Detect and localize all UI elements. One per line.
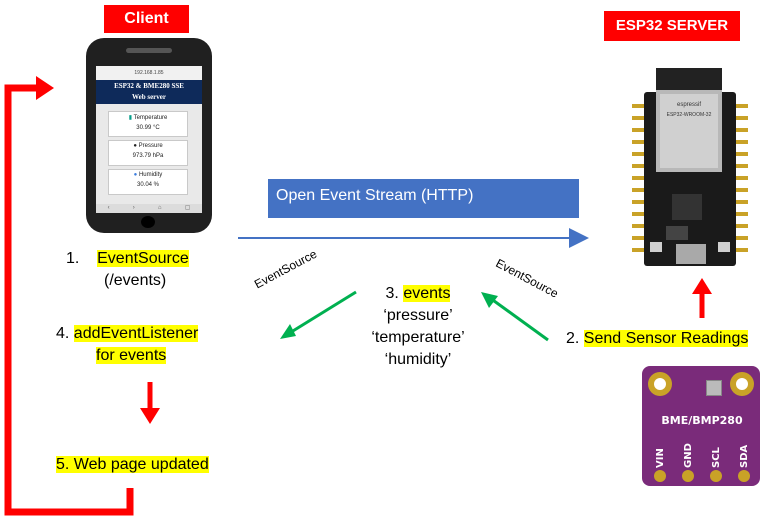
mount-hole-left (648, 372, 672, 396)
open-event-stream-bar: Open Event Stream (HTTP) (268, 179, 579, 218)
step-1-sub: (/events) (104, 272, 167, 289)
red-up-arrowhead (692, 278, 712, 294)
board-brand: espressif (676, 102, 701, 108)
gauge-icon: ● (133, 143, 137, 149)
phone-nav-bar: ‹ › ⌂ ▢ (96, 204, 202, 213)
card-temperature-value: 30.99 °C (136, 125, 160, 131)
red-loop-arrow (4, 84, 134, 516)
forward-icon: › (132, 205, 135, 211)
step-5-number: 5. (56, 456, 70, 473)
pin-sda: SDA (738, 444, 750, 468)
phone-home-button (141, 216, 155, 228)
step-3-highlight: events (403, 285, 451, 302)
step-3-pressure: ‘pressure’ (383, 307, 453, 324)
step-3: 3. events ‘pressure’ ‘temperature’ ‘humi… (355, 283, 481, 371)
sensor-pin-pads (646, 470, 758, 482)
pin-scl: SCL (710, 447, 722, 468)
green-arrowhead-right (481, 292, 498, 308)
sensor-pin-labels: VIN GND SCL SDA (646, 432, 758, 468)
card-humidity-label: Humidity (138, 172, 163, 178)
client-label: Client (104, 5, 189, 33)
step-1-highlight: EventSource (97, 250, 189, 267)
step-4-number: 4. (56, 325, 70, 342)
sensor-chip (706, 380, 722, 396)
red-loop-arrowhead (36, 76, 54, 100)
phone-device: 192.168.1.85 ESP32 & BME280 SSE Web serv… (86, 38, 212, 233)
step-4: 4. addEventListener for events (56, 323, 256, 367)
phone-title-line1: ESP32 & BME280 SSE (114, 82, 184, 90)
back-icon: ‹ (107, 205, 110, 211)
step-2-highlight: Send Sensor Readings (583, 330, 749, 347)
esp32-board: espressif ESP32-WROOM-32 (626, 64, 754, 270)
card-pressure-value: 973.79 hPa (132, 153, 164, 159)
phone-url-bar: 192.168.1.85 (96, 66, 202, 80)
card-humidity-value: 30.04 % (136, 182, 160, 188)
esp32-board-drawing (632, 68, 748, 266)
phone-page-title: ESP32 & BME280 SSE Web server (96, 80, 202, 105)
green-arrowhead-left (280, 324, 296, 339)
card-humidity: ● Humidity 30.04 % (108, 169, 188, 195)
card-pressure-label: Pressure (138, 143, 163, 149)
step-3-temperature: ‘temperature’ (371, 329, 465, 346)
step-1: 1. EventSource (/events) (66, 248, 206, 292)
mount-hole-right (730, 372, 754, 396)
card-temperature: ▮ Temperature 30.99 °C (108, 111, 188, 137)
green-arrow-left (287, 290, 357, 336)
step-1-number: 1. (66, 250, 80, 267)
step-2: 2. Send Sensor Readings (566, 328, 766, 350)
green-arrow-right (489, 296, 549, 342)
home-icon: ⌂ (157, 205, 162, 211)
step-4-highlight-2: for events (96, 347, 167, 364)
step-3-humidity: ‘humidity’ (384, 351, 452, 368)
pin-vin: VIN (654, 448, 666, 468)
board-module: ESP32-WROOM-32 (666, 112, 712, 118)
thermometer-icon: ▮ (128, 115, 133, 121)
red-down-arrowhead (140, 408, 160, 424)
server-label: ESP32 SERVER (604, 11, 740, 41)
step-4-highlight-1: addEventListener (73, 325, 199, 342)
pin-gnd: GND (682, 443, 694, 468)
phone-title-line2: Web server (131, 93, 166, 101)
step-3-number: 3. (385, 285, 399, 302)
card-pressure: ● Pressure 973.79 hPa (108, 140, 188, 166)
step-5: 5. Web page updated (56, 454, 256, 476)
card-temperature-label: Temperature (133, 115, 168, 121)
phone-screen: 192.168.1.85 ESP32 & BME280 SSE Web serv… (96, 66, 202, 204)
sensor-name: BME/BMP280 (661, 414, 743, 427)
bme280-sensor: BME/BMP280 VIN GND SCL SDA (642, 366, 760, 486)
phone-speaker (126, 48, 172, 53)
step-2-number: 2. (566, 330, 580, 347)
tabs-icon: ▢ (184, 205, 191, 211)
phone-content: ▮ Temperature 30.99 °C ● Pressure 973.79… (96, 104, 202, 204)
droplet-icon: ● (133, 172, 138, 178)
step-5-highlight: Web page updated (73, 456, 209, 473)
